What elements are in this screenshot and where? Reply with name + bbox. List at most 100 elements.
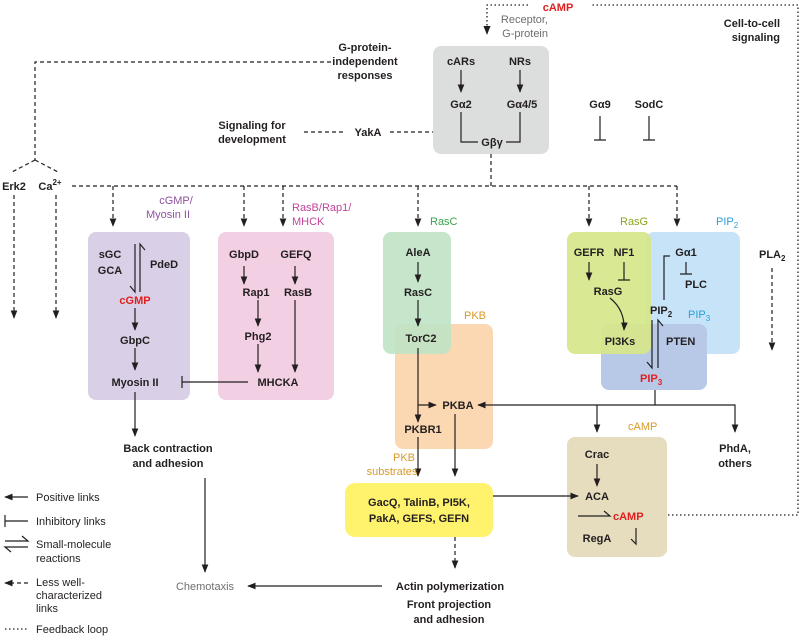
legend-small-glyph bbox=[3, 535, 30, 553]
gefr-label: GEFR bbox=[574, 247, 605, 259]
pten-label: PTEN bbox=[666, 336, 695, 348]
legend-small-label: Small-molecule bbox=[36, 539, 111, 551]
back-contraction-label-2: and adhesion bbox=[133, 458, 204, 470]
alea-label: AleA bbox=[405, 247, 430, 259]
actin-label: Actin polymerization bbox=[396, 581, 504, 593]
rasg-pi3ks-arrow bbox=[609, 297, 628, 331]
pded-label: PdeD bbox=[150, 259, 178, 271]
rasb-label: RasB bbox=[284, 287, 312, 299]
cars-label: cARs bbox=[447, 56, 475, 68]
top-camp-label: cAMP bbox=[543, 2, 574, 14]
legend-inhibitory-label: Inhibitory links bbox=[36, 516, 106, 528]
ga1-plc-inhibit bbox=[680, 262, 692, 275]
pkbr1-label: PKBR1 bbox=[404, 424, 441, 436]
mhcka-myosin-inhibit bbox=[181, 376, 248, 388]
gby-label: Gβγ bbox=[481, 137, 503, 149]
signaling-dev-label: Signaling for bbox=[218, 120, 286, 132]
torc2-label: TorC2 bbox=[406, 333, 437, 345]
legend-inhibitory-glyph bbox=[4, 515, 28, 527]
rega-degrade bbox=[630, 528, 637, 546]
yaka-label: YakA bbox=[355, 127, 382, 139]
camp-label: cAMP bbox=[613, 511, 644, 523]
pip2-ga1-feedback bbox=[663, 255, 670, 300]
mhcka-label: MHCKA bbox=[258, 377, 299, 389]
rasg-module-label: RasG bbox=[620, 216, 648, 228]
front-label-2: and adhesion bbox=[414, 614, 485, 626]
g-indep-label-3: responses bbox=[337, 70, 392, 82]
legend-feedback-label: Feedback loop bbox=[36, 624, 108, 636]
cell-to-cell-label: Cell-to-cell bbox=[724, 18, 780, 30]
g-indep-line bbox=[34, 61, 331, 160]
cgmp-synthesis-arrow bbox=[129, 244, 136, 294]
gbpc-label: GbpC bbox=[120, 335, 150, 347]
rasc-module-label: RasC bbox=[430, 216, 458, 228]
pip3-to-pip2-arrow bbox=[657, 318, 664, 368]
ga1-label: Gα1 bbox=[675, 247, 696, 259]
ga45-gby-line bbox=[506, 112, 521, 143]
gefq-label: GEFQ bbox=[280, 249, 312, 261]
g-indep-label-2: independent bbox=[332, 56, 398, 68]
sodc-inhibit bbox=[643, 116, 655, 141]
rap1-label: Rap1 bbox=[243, 287, 270, 299]
pla2-label: PLA2 bbox=[759, 249, 786, 263]
cell-to-cell-label-2: signaling bbox=[732, 32, 780, 44]
ga45-label: Gα4/5 bbox=[507, 99, 538, 111]
front-label: Front projection bbox=[407, 599, 492, 611]
substrates-box bbox=[345, 483, 493, 537]
pkb-module-label: PKB bbox=[464, 310, 486, 322]
legend-less-label-3: links bbox=[36, 603, 59, 615]
pip2-module-box bbox=[646, 232, 740, 354]
rasb-module-label: RasB/Rap1/ bbox=[292, 202, 352, 214]
myosin-label: Myosin II bbox=[111, 377, 158, 389]
rasg-module-box bbox=[567, 232, 651, 354]
cgmp-module-label-2: Myosin II bbox=[146, 209, 190, 221]
legend-small-label-2: reactions bbox=[36, 553, 81, 565]
cgmp-module-box bbox=[88, 232, 190, 400]
ca-label: Ca2+ bbox=[38, 178, 62, 193]
feedback-loop-line-left bbox=[483, 4, 528, 35]
cgmp-degrade-arrow bbox=[139, 242, 146, 292]
ga2-label: Gα2 bbox=[450, 99, 471, 111]
crac-label: Crac bbox=[585, 449, 609, 461]
erk2-label: Erk2 bbox=[2, 181, 26, 193]
pkb-substrates-label-2: substrates bbox=[367, 466, 418, 478]
pip3-label: PIP3 bbox=[640, 373, 663, 387]
nf1-rasg-inhibit bbox=[618, 262, 630, 281]
feedback-loop-line bbox=[590, 4, 799, 516]
cgmp-module-label: cGMP/ bbox=[159, 195, 194, 207]
camp-module-label: cAMP bbox=[628, 421, 657, 433]
rasg-label: RasG bbox=[594, 286, 623, 298]
nf1-label: NF1 bbox=[614, 247, 635, 259]
to-phda-branch bbox=[655, 404, 739, 433]
legend-less-label: Less well- bbox=[36, 577, 85, 589]
g-indep-label: G-protein- bbox=[338, 42, 391, 54]
aca-camp-reaction bbox=[578, 510, 612, 517]
rasb-module-label-2: MHCK bbox=[292, 216, 325, 228]
pip2-label: PIP2 bbox=[650, 305, 673, 319]
ga9-label: Gα9 bbox=[589, 99, 610, 111]
erk2-branch-line bbox=[11, 159, 36, 173]
ca-branch-line bbox=[34, 159, 59, 173]
plc-label: PLC bbox=[685, 279, 707, 291]
cgmp-label: cGMP bbox=[119, 295, 150, 307]
ga9-inhibit bbox=[594, 116, 606, 141]
rasc-module-box bbox=[383, 232, 451, 354]
pip3-pkba-line bbox=[477, 390, 656, 409]
back-contraction-label: Back contraction bbox=[123, 443, 213, 455]
chemotaxis-label: Chemotaxis bbox=[176, 581, 235, 593]
receptor-label: Receptor, bbox=[501, 14, 548, 26]
sgc-label: sGC bbox=[99, 249, 122, 261]
pkba-label: PKBA bbox=[442, 400, 473, 412]
substrates-label-2: PakA, GEFS, GEFN bbox=[369, 513, 469, 525]
rasc-label: RasC bbox=[404, 287, 432, 299]
ga2-gby-line bbox=[460, 112, 478, 143]
aca-label: ACA bbox=[585, 491, 609, 503]
pkb-substrates-label: PKB bbox=[393, 452, 415, 464]
rasb-module-box bbox=[218, 232, 334, 400]
camp-module-box bbox=[567, 437, 667, 557]
receptor-label-2: G-protein bbox=[502, 28, 548, 40]
pip2-module-label: PIP2 bbox=[716, 216, 739, 230]
nrs-label: NRs bbox=[509, 56, 531, 68]
sodc-label: SodC bbox=[635, 99, 664, 111]
